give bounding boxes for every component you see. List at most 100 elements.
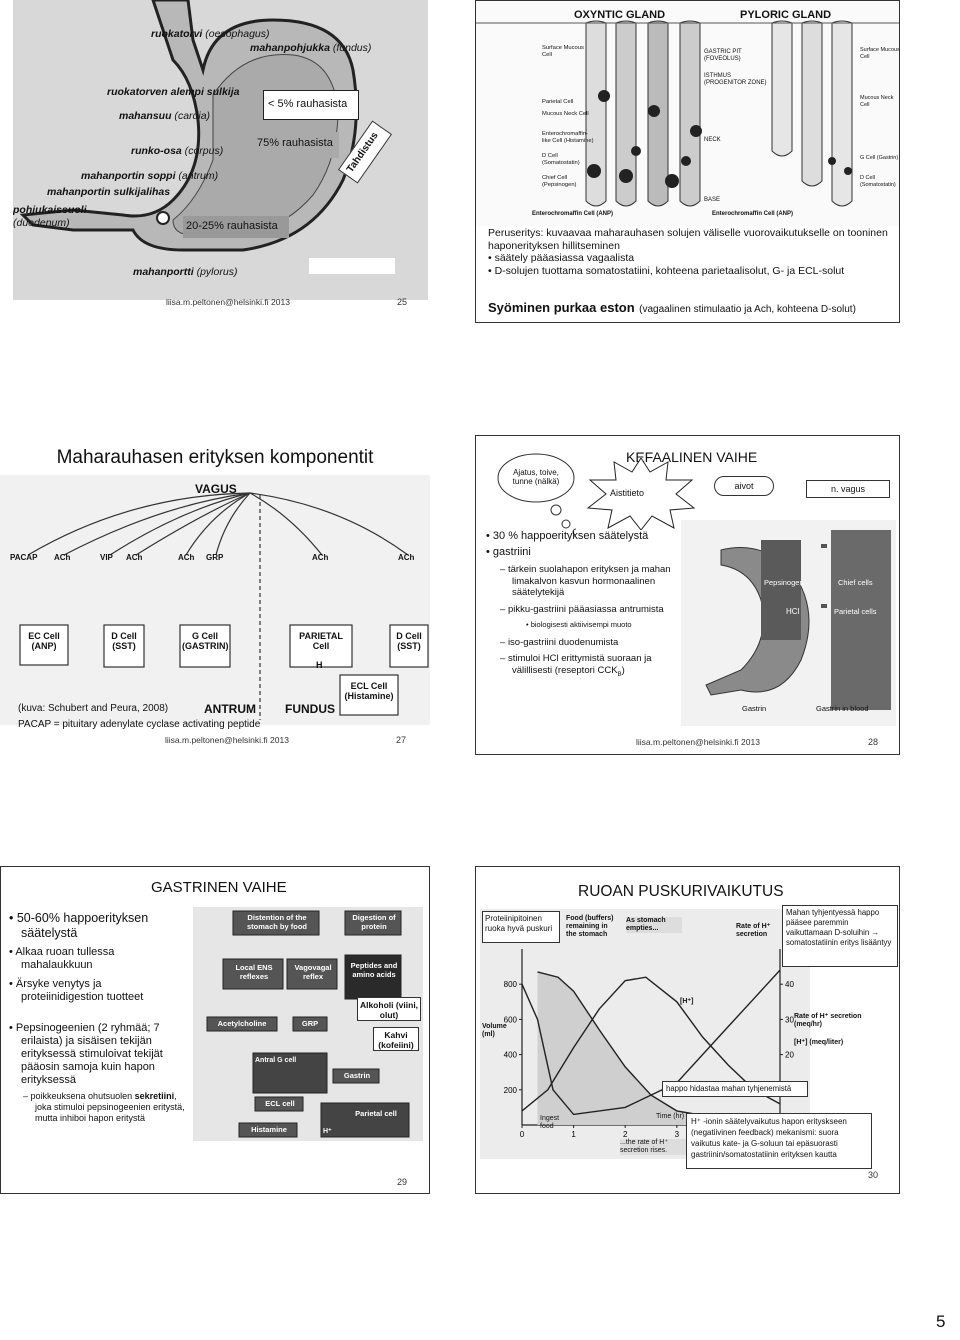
tick-label-x: 1 <box>571 1130 576 1139</box>
slide-27: Maharauhasen erityksen komponentit VAGUS… <box>0 435 430 755</box>
syominen-rest: (vagaalinen stimulaatio ja Ach, kohteena… <box>639 304 856 315</box>
diag-antral-g-cell: Antral G cell <box>255 1057 297 1064</box>
label-corpus: runko-osa (corpus) <box>131 145 224 157</box>
cloud2-text: Aistitieto <box>610 488 645 498</box>
gland-illustration <box>476 1 899 226</box>
thought-cloud-icon <box>497 453 576 536</box>
label-h-conc: [H⁺] <box>680 998 694 1005</box>
label-rate-rises: ...the rate of H⁺ secretion rises. <box>620 1139 690 1155</box>
dash-1: – poikkeuksena ohutsuolen sekretiini, jo… <box>23 1091 185 1123</box>
bullet-text: D-solujen tuottama somatostatiini, kohte… <box>494 264 845 277</box>
diag-peptides: Peptides and amino acids <box>350 961 398 979</box>
point-2: • gastriini <box>486 545 531 558</box>
page-number: 25 <box>397 297 408 307</box>
tick-label-right: 40 <box>785 980 794 989</box>
pct20-box: 20-25% rauhasista <box>183 216 289 238</box>
document-page-number: 5 <box>936 1312 946 1331</box>
ach-node: ACh <box>312 553 329 562</box>
footer: liisa.m.peltonen@helsinki.fi 2013 <box>165 735 289 745</box>
tick-label-x: 3 <box>675 1130 680 1139</box>
label-volume: Volume (ml) <box>482 1023 507 1038</box>
starburst-icon <box>586 458 696 530</box>
fig-chief-cells: Chief cells <box>838 578 873 587</box>
sub-bullet-text: biologisesti aktiivisempi muoto <box>530 620 632 629</box>
gland-right-labels: Surface Mucous Cell Mucous Neck Cell G C… <box>860 47 899 189</box>
label-food-remaining: Food (buffers) remaining in the stomach <box>566 915 614 938</box>
feedback-box: H⁺ -ionin säätelyvaikutus hapon eritysks… <box>686 1113 872 1169</box>
gland-label: Parietal Cell <box>542 99 574 105</box>
gland-label: NECK <box>704 137 721 143</box>
pacap-node: PACAP <box>10 553 38 562</box>
label-antrum: mahanportin soppi (antrum) <box>81 170 219 182</box>
gland-label: Enterochromaffin-like Cell (Histamine) <box>542 131 594 144</box>
peruseritys-line: Peruseritys: kuvaavaa maharauhasen soluj… <box>488 227 888 252</box>
gland-mid-labels: GASTRIC PIT (FOVEOLUS) ISTHMUS (PROGENIT… <box>704 49 774 204</box>
gland-label: G Cell (Gastrin) <box>860 155 899 161</box>
slide26-text: Peruseritys: kuvaavaa maharauhasen soluj… <box>488 227 888 277</box>
grp-node: GRP <box>206 553 224 562</box>
h-label: H <box>316 660 323 670</box>
bullet-2-text: Alkaa ruoan tullessa mahalaukkuun <box>15 946 115 971</box>
ec-cell: EC Cell (ANP) <box>28 631 60 651</box>
bullet-2: • Alkaa ruoan tullessa mahalaukkuun <box>9 946 115 971</box>
series-area-food <box>537 971 780 1125</box>
ach-node: ACh <box>178 553 195 562</box>
footer: liisa.m.peltonen@helsinki.fi 2013 <box>636 737 760 747</box>
acid-slows-box: happo hidastaa mahan tyhjenemistä <box>662 1081 808 1097</box>
syominen-line: Syöminen purkaa eston (vagaalinen stimul… <box>488 299 898 317</box>
series-line-1 <box>521 976 781 1112</box>
bullet-3: • Ärsyke venytys ja proteiinidigestion t… <box>9 978 144 1003</box>
tick-label-left: 400 <box>504 1051 518 1060</box>
tick-label-left: 200 <box>504 1086 518 1095</box>
point-1: • 30 % happoerityksen säätelystä <box>486 530 649 542</box>
bullet-line: • D-solujen tuottama somatostatiini, koh… <box>488 264 845 277</box>
page-number: 28 <box>868 737 879 747</box>
diag-local-ens: Local ENS reflexes <box>235 963 273 981</box>
page-number: 27 <box>396 735 407 745</box>
slide28-text: • 30 % happoerityksen säätelystä • gastr… <box>486 530 678 681</box>
pyloric-title: PYLORIC GLAND <box>740 9 832 21</box>
oxyntic-title: OXYNTIC GLAND <box>574 9 666 21</box>
label-pylorus-sphincter: mahanportin sulkijalihas <box>47 186 171 198</box>
label-right-axis-1: Rate of H⁺ secretion (meq/hr) <box>794 1013 862 1028</box>
dash-4-text: stimuloi HCl erittymistä suoraan ja väli… <box>507 653 652 676</box>
label-right-axis-2: [H⁺] (meq/liter) <box>794 1039 844 1046</box>
series-line-2 <box>521 969 781 1116</box>
node-row: PACAP ACh VIP ACh ACh GRP ACh ACh <box>0 553 430 575</box>
dash-2-text: pikku-gastriini pääasiassa antrumista <box>507 603 664 615</box>
label-lower-sphincter: ruokatorven alempi sulkija <box>107 86 240 98</box>
fig-gastrin-in-blood: Gastrin in blood <box>816 704 869 713</box>
slide27-title: Maharauhasen erityksen komponentit <box>56 447 374 468</box>
gastrin-figure <box>681 520 896 726</box>
diag-parietal-cell: Parietal cell <box>355 1109 397 1118</box>
slide-30: RUOAN PUSKURIVAIKUTUS 200400600800102030… <box>475 866 900 1194</box>
page-number: 30 <box>868 1170 879 1180</box>
tick-label-left: 800 <box>504 980 518 989</box>
gastric-phase-diagram <box>193 907 423 1141</box>
ec-cell-left-label: Enterochromaffin Cell (ANP) <box>532 211 614 217</box>
slide29-title: GASTRINEN VAIHE <box>151 879 287 896</box>
footer: liisa.m.peltonen@helsinki.fi 2013 <box>166 297 290 307</box>
gland-label: Mucous Neck Cell <box>542 111 589 117</box>
tick-label-right: 30 <box>785 1015 794 1024</box>
dash-1-a: poikkeuksena ohutsuolen <box>30 1091 135 1101</box>
dash-4: – stimuloi HCl erittymistä suoraan ja vä… <box>500 653 652 678</box>
d-cell-antrum: D Cell (SST) <box>111 631 137 651</box>
label-oesophagus: ruokatorvi (oesophagus) <box>151 28 270 40</box>
vagus-box: n. vagus <box>806 480 890 498</box>
slide28-title: KEFAALINEN VAIHE <box>626 449 758 465</box>
gland-label: GASTRIC PIT (FOVEOLUS) <box>704 49 742 62</box>
antrum-label: ANTRUM <box>204 702 256 716</box>
bullet-line: • säätely pääasiassa vagaalista <box>488 252 635 264</box>
g-cell: G Cell (GASTRIN) <box>182 631 229 651</box>
tick-label-right: 20 <box>785 1051 794 1060</box>
gland-label: BASE <box>704 197 721 203</box>
dash-3: – iso-gastriini duodenumista <box>500 636 619 648</box>
label-cardia: mahansuu (cardia) <box>119 110 211 122</box>
fundus-label: FUNDUS <box>285 702 335 716</box>
dash-1-c: , joka stimuloi pepsinogeenien eritystä,… <box>35 1091 185 1123</box>
gland-label: Mucous Neck Cell <box>860 95 894 108</box>
dash-4-sub: B <box>617 671 622 678</box>
diag-h-plus: H⁺ <box>323 1128 332 1135</box>
pct75-box: 75% rauhasista <box>253 132 339 158</box>
